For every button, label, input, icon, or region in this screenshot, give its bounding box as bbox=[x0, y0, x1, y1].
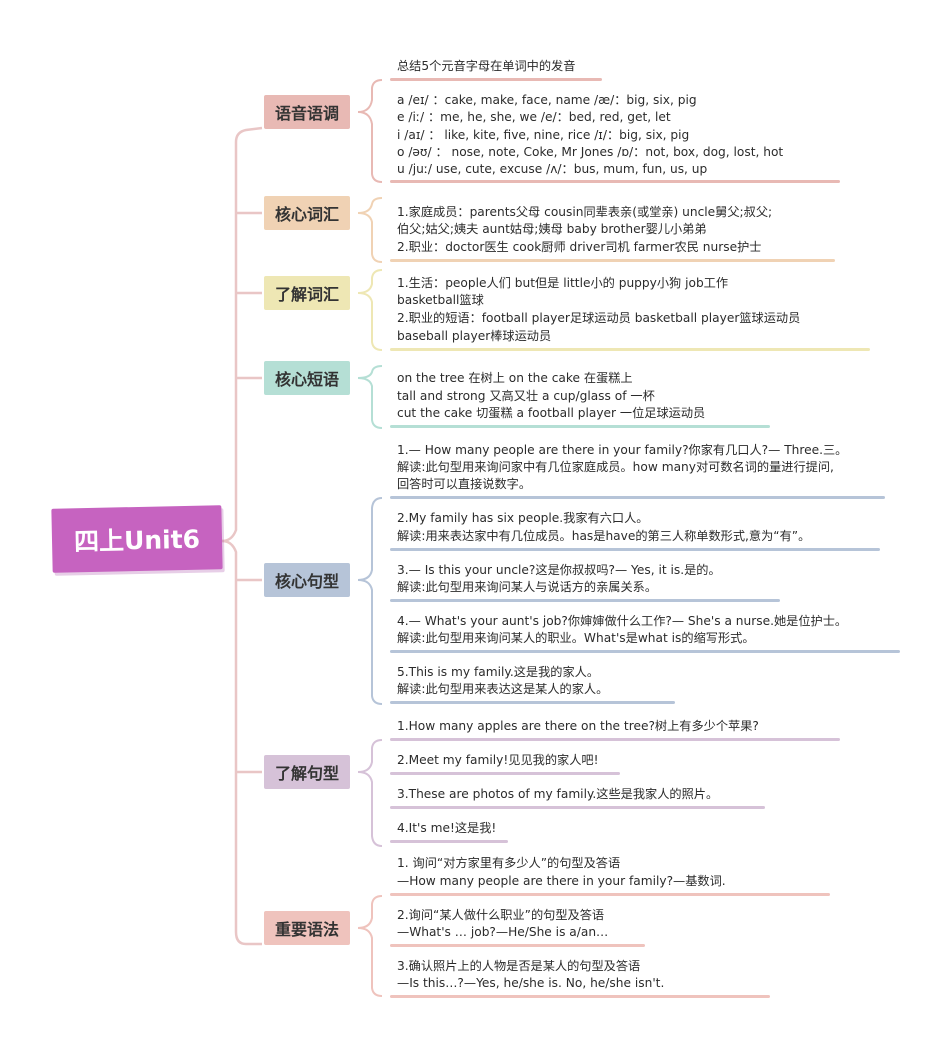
extra-vocab-line: 2.职业的短语：football player足球运动员 basketball … bbox=[397, 311, 801, 325]
vowel-e: e /iː/ ：me, he, she, we /e/：bed, red, ge… bbox=[397, 110, 671, 124]
underline bbox=[390, 738, 840, 741]
sentence-2-note: 解读:用来表达家中有几位成员。has是have的第三人称单数形式,意为“有”。 bbox=[397, 529, 811, 543]
vowel-u: u /juː/ use, cute, excuse /ʌ/：bus, mum, … bbox=[397, 162, 708, 176]
extra-sentence: 1.How many apples are there on the tree?… bbox=[397, 719, 759, 733]
grammar-line: —Is this…?—Yes, he/she is. No, he/she is… bbox=[397, 976, 665, 990]
grammar-line: 1. 询问“对方家里有多少人”的句型及答语 bbox=[397, 856, 621, 870]
sentence-4: 4.— What's your aunt's job?你婶婶做什么工作?— Sh… bbox=[397, 614, 848, 628]
underline bbox=[390, 995, 770, 998]
grammar-line: —What's … job?—He/She is a/an… bbox=[397, 925, 609, 939]
underline bbox=[390, 701, 675, 704]
branch-core-phrases[interactable]: 核心短语 bbox=[264, 361, 350, 395]
underline bbox=[390, 259, 835, 262]
underline bbox=[390, 348, 870, 351]
branch-extra-sentences[interactable]: 了解句型 bbox=[264, 755, 350, 789]
extra-sentence: 2.Meet my family!见见我的家人吧! bbox=[397, 753, 599, 767]
extra-sentence: 4.It's me!这是我! bbox=[397, 821, 497, 835]
underline bbox=[390, 772, 620, 775]
sentence-3-note: 解读:此句型用来询问某人与说话方的亲属关系。 bbox=[397, 580, 658, 594]
underline bbox=[390, 650, 900, 653]
branch-core-sentences[interactable]: 核心句型 bbox=[264, 563, 350, 597]
vowel-o: o /əʊ/ ： nose, note, Coke, Mr Jones /ɒ/：… bbox=[397, 145, 784, 159]
underline bbox=[390, 496, 885, 499]
core-vocab-line: 2.职业：doctor医生 cook厨师 driver司机 farmer农民 n… bbox=[397, 240, 762, 254]
phrase-line: cut the cake 切蛋糕 a football player 一位足球运… bbox=[397, 406, 706, 420]
grammar-line: —How many people are there in your famil… bbox=[397, 874, 726, 888]
underline bbox=[390, 599, 780, 602]
extra-vocab-line: baseball player棒球运动员 bbox=[397, 329, 552, 343]
sentence-5-note: 解读:此句型用来表达这是某人的家人。 bbox=[397, 682, 609, 696]
underline bbox=[390, 548, 880, 551]
grammar-line: 3.确认照片上的人物是否是某人的句型及答语 bbox=[397, 959, 641, 973]
sentence-3: 3.— Is this your uncle?这是你叔叔吗?— Yes, it … bbox=[397, 563, 721, 577]
sentence-1: 1.— How many people are there in your fa… bbox=[397, 443, 848, 457]
extra-vocab-line: 1.生活：people人们 but但是 little小的 puppy小狗 job… bbox=[397, 276, 729, 290]
core-vocab-line: 伯父;姑父;姨夫 aunt姑母;姨母 baby brother婴儿小弟弟 bbox=[397, 222, 707, 236]
sentence-4-note: 解读:此句型用来询问某人的职业。What's是what is的缩写形式。 bbox=[397, 631, 755, 645]
underline bbox=[390, 893, 830, 896]
branch-grammar[interactable]: 重要语法 bbox=[264, 911, 350, 945]
extra-vocab-line: basketball篮球 bbox=[397, 293, 484, 307]
underline bbox=[390, 425, 770, 428]
vowel-a: a /eɪ/ ：cake, make, face, name /æ/：big, … bbox=[397, 93, 697, 107]
sentence-2: 2.My family has six people.我家有六口人。 bbox=[397, 511, 649, 525]
sentence-5: 5.This is my family.这是我的家人。 bbox=[397, 665, 600, 679]
underline bbox=[390, 78, 602, 81]
phrase-line: on the tree 在树上 on the cake 在蛋糕上 bbox=[397, 371, 633, 385]
sentence-1-note: 解读:此句型用来询问家中有几位家庭成员。how many对可数名词的量进行提问, bbox=[397, 460, 834, 474]
pronunciation-summary: 总结5个元音字母在单词中的发音 bbox=[397, 59, 576, 73]
phrase-line: tall and strong 又高又壮 a cup/glass of 一杯 bbox=[397, 389, 655, 403]
grammar-line: 2.询问“某人做什么职业”的句型及答语 bbox=[397, 908, 605, 922]
vowel-i: i /aɪ/ ： like, kite, five, nine, rice /ɪ… bbox=[397, 128, 690, 142]
underline bbox=[390, 840, 508, 843]
extra-sentence: 3.These are photos of my family.这些是我家人的照… bbox=[397, 787, 719, 801]
underline bbox=[390, 180, 840, 183]
root-topic[interactable]: 四上Unit6 bbox=[51, 505, 223, 573]
underline bbox=[390, 944, 645, 947]
branch-extra-vocabulary[interactable]: 了解词汇 bbox=[264, 276, 350, 310]
core-vocab-line: 1.家庭成员：parents父母 cousin同辈表亲(或堂亲) uncle舅父… bbox=[397, 205, 773, 219]
branch-core-vocabulary[interactable]: 核心词汇 bbox=[264, 196, 350, 230]
sentence-1-note: 回答时可以直接说数字。 bbox=[397, 477, 532, 491]
branch-pronunciation[interactable]: 语音语调 bbox=[264, 95, 350, 129]
underline bbox=[390, 806, 765, 809]
